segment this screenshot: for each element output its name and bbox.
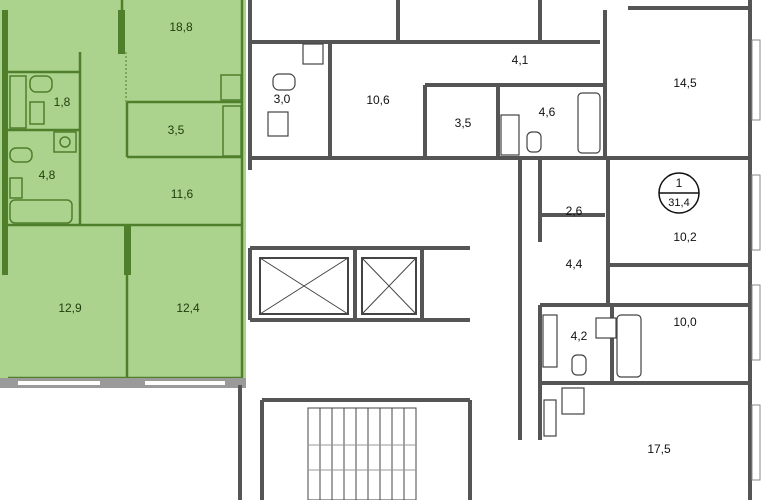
room-area-label: 3,5 [168,123,185,137]
fridge-icon [222,105,242,157]
sink-icon [561,387,585,415]
room-area-label: 18,8 [169,20,193,34]
room-area-label: 12,4 [176,301,200,315]
toilet-icon [29,75,53,93]
sink-icon [267,111,289,137]
room-area-label: 10,2 [673,230,697,244]
toilet-icon [9,147,33,163]
bathtub-icon [616,314,642,378]
elevator-icon [259,257,349,315]
room-area-label: 17,5 [647,442,671,456]
washer-drum-icon [59,136,71,148]
bathtub-icon [577,92,601,154]
cabinet-icon [9,75,27,129]
apartment-badge[interactable]: 1 31,4 [658,172,700,214]
room-area-label: 2,6 [566,204,583,218]
room-area-label: 4,1 [512,53,529,67]
toilet-icon [526,131,542,153]
room-area-label: 4,4 [566,257,583,271]
elevator-shafts [259,257,417,315]
window [145,381,225,385]
toilet-icon [272,73,296,91]
apartment-total-area: 31,4 [668,197,689,209]
wall-segment [124,225,131,275]
fridge-icon [542,314,558,368]
room-area-label: 3,0 [274,92,291,106]
room-area-label: 11,6 [171,187,194,201]
room-area-label: 4,6 [539,105,556,119]
window [18,381,100,385]
sink-icon [220,74,242,101]
sink-icon [302,43,324,65]
room-area-label: 10,0 [673,315,697,329]
bathtub-icon [9,199,73,224]
room-area-label: 4,2 [571,329,588,343]
sink-icon [9,177,23,199]
fridge-icon [543,399,557,437]
room-area-label: 4,8 [39,168,56,182]
highlighted-apartment[interactable]: 18,8 1,8 3,5 4,8 11,6 12,9 12,4 [0,0,246,380]
room-area-label: 1,8 [54,95,71,109]
room-area-label: 10,6 [366,93,390,107]
toilet-icon [571,354,587,376]
staircase [307,407,417,500]
wall-segment [118,10,125,54]
right-windows [751,39,761,481]
building-walls [238,0,752,500]
room-area-label: 3,5 [455,116,472,130]
apartment-fill [0,0,246,378]
room-area-label: 12,9 [58,301,82,315]
room-area-label: 14,5 [673,76,697,90]
outer-wall [2,10,8,275]
sink-icon [595,317,617,339]
fridge-icon [500,114,520,156]
elevator-icon [361,257,417,315]
fixtures [267,43,642,437]
sink-icon [29,101,45,125]
apartment-number: 1 [676,176,683,190]
window-strip [0,378,246,388]
